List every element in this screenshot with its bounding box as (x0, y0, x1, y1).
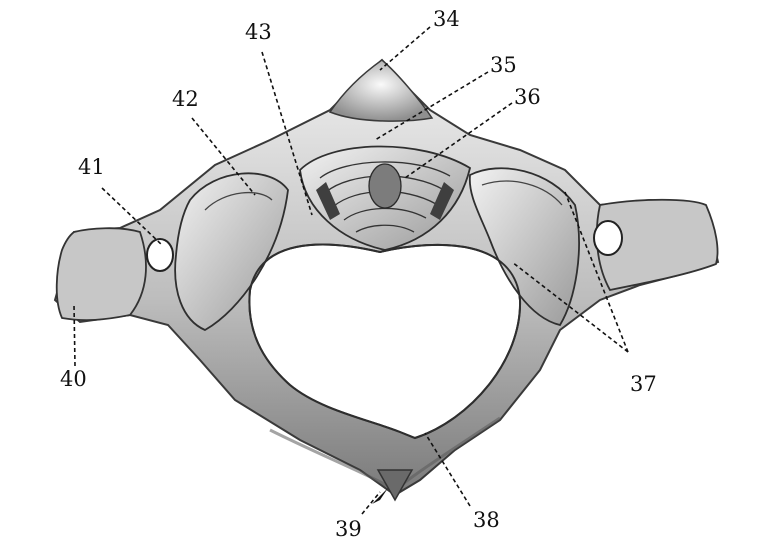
left-superior-articular-facet (175, 173, 288, 330)
leader-39 (362, 492, 380, 514)
callout-42: 42 (172, 87, 199, 111)
callout-40: 40 (60, 367, 87, 391)
callout-36: 36 (514, 85, 541, 109)
callout-43: 43 (245, 20, 272, 44)
leader-34 (380, 27, 430, 70)
callout-38: 38 (473, 508, 500, 532)
callout-35: 35 (490, 53, 517, 77)
leader-39-arrow (372, 488, 388, 504)
callout-41: 41 (78, 155, 105, 179)
right-transverse-foramen (594, 221, 622, 255)
left-transverse-process (57, 228, 146, 320)
callout-37: 37 (630, 372, 657, 396)
callout-39: 39 (335, 517, 362, 541)
callout-34: 34 (433, 7, 460, 31)
leader-40 (74, 305, 75, 366)
